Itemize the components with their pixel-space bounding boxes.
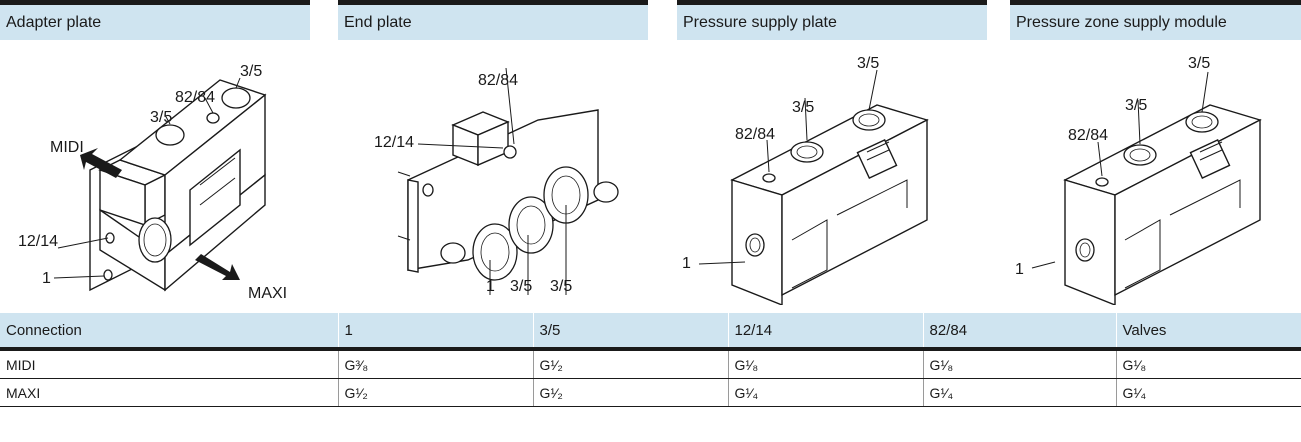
label-3-5-b: 3/5 (550, 278, 572, 295)
panel-pressure-zone-supply-module: Pressure zone supply module 3/5 3/5 82/8… (1010, 0, 1301, 305)
label-1: 1 (682, 255, 691, 272)
label-82-84: 82/84 (735, 126, 775, 143)
label-82-84: 82/84 (175, 89, 215, 106)
label-3-5-top: 3/5 (240, 63, 262, 80)
header-connection: Connection (0, 313, 339, 351)
end-plate-drawing: 82/84 12/14 1 3/5 3/5 (374, 67, 619, 295)
panel-pressure-supply-plate: Pressure supply plate 3/5 3/5 82/84 1 (677, 0, 987, 305)
label-12-14: 12/14 (18, 233, 58, 250)
panel-title: Pressure supply plate (677, 0, 987, 40)
header-port-3-5: 3/5 (533, 313, 729, 351)
panel-title: End plate (338, 0, 648, 40)
label-1: 1 (486, 278, 495, 295)
table-header-row: Connection 1 3/5 12/14 82/84 Valves (0, 313, 1301, 351)
label-3-5: 3/5 (792, 99, 814, 116)
panel-title: Pressure zone supply module (1010, 0, 1301, 40)
label-midi: MIDI (50, 139, 84, 156)
label-maxi: MAXI (248, 285, 287, 302)
label-1: 1 (42, 270, 51, 287)
table-cell: G¹⁄₄ (923, 378, 1117, 407)
table-cell: G¹⁄₂ (338, 378, 534, 407)
table-row: MAXI G¹⁄₂ G¹⁄₂ G¹⁄₄ G¹⁄₄ G¹⁄₄ (0, 378, 1301, 407)
label-1: 1 (1015, 261, 1024, 278)
table-cell: G¹⁄₈ (728, 349, 924, 379)
label-82-84: 82/84 (1068, 127, 1108, 144)
header-port-12-14: 12/14 (728, 313, 924, 351)
panel-adapter-plate: Adapter plate 3/5 82/84 3/5 MIDI 12/14 1… (0, 0, 310, 305)
connection-table: Connection 1 3/5 12/14 82/84 Valves MIDI… (0, 313, 1301, 407)
table-cell: G¹⁄₂ (533, 378, 729, 407)
pressure-supply-plate-drawing: 3/5 3/5 82/84 1 (682, 55, 929, 305)
table-cell: G³⁄₈ (338, 349, 534, 379)
label-3-5-top: 3/5 (1188, 55, 1210, 72)
table-cell: G¹⁄₈ (1116, 349, 1301, 379)
label-82-84: 82/84 (478, 72, 518, 89)
table-cell: G¹⁄₂ (533, 349, 729, 379)
header-port-1: 1 (338, 313, 534, 351)
label-3-5-a: 3/5 (510, 278, 532, 295)
table-row: MIDI G³⁄₈ G¹⁄₂ G¹⁄₈ G¹⁄₈ G¹⁄₈ (0, 349, 1301, 379)
label-3-5: 3/5 (1125, 97, 1147, 114)
adapter-plate-drawing: 3/5 82/84 3/5 MIDI 12/14 1 MAXI (18, 63, 287, 302)
table-cell: G¹⁄₈ (923, 349, 1117, 379)
panel-title: Adapter plate (0, 0, 310, 40)
row-label: MAXI (0, 378, 339, 407)
table-cell: G¹⁄₄ (728, 378, 924, 407)
header-port-82-84: 82/84 (923, 313, 1117, 351)
label-3-5-top: 3/5 (857, 55, 879, 72)
table-cell: G¹⁄₄ (1116, 378, 1301, 407)
pressure-zone-supply-module-drawing: 3/5 3/5 82/84 1 (1015, 55, 1262, 305)
label-12-14: 12/14 (374, 134, 414, 151)
row-label: MIDI (0, 349, 339, 379)
header-valves: Valves (1116, 313, 1301, 351)
panel-end-plate: End plate 82/84 12/14 1 3/5 3/5 (338, 0, 648, 305)
label-3-5: 3/5 (150, 109, 172, 126)
